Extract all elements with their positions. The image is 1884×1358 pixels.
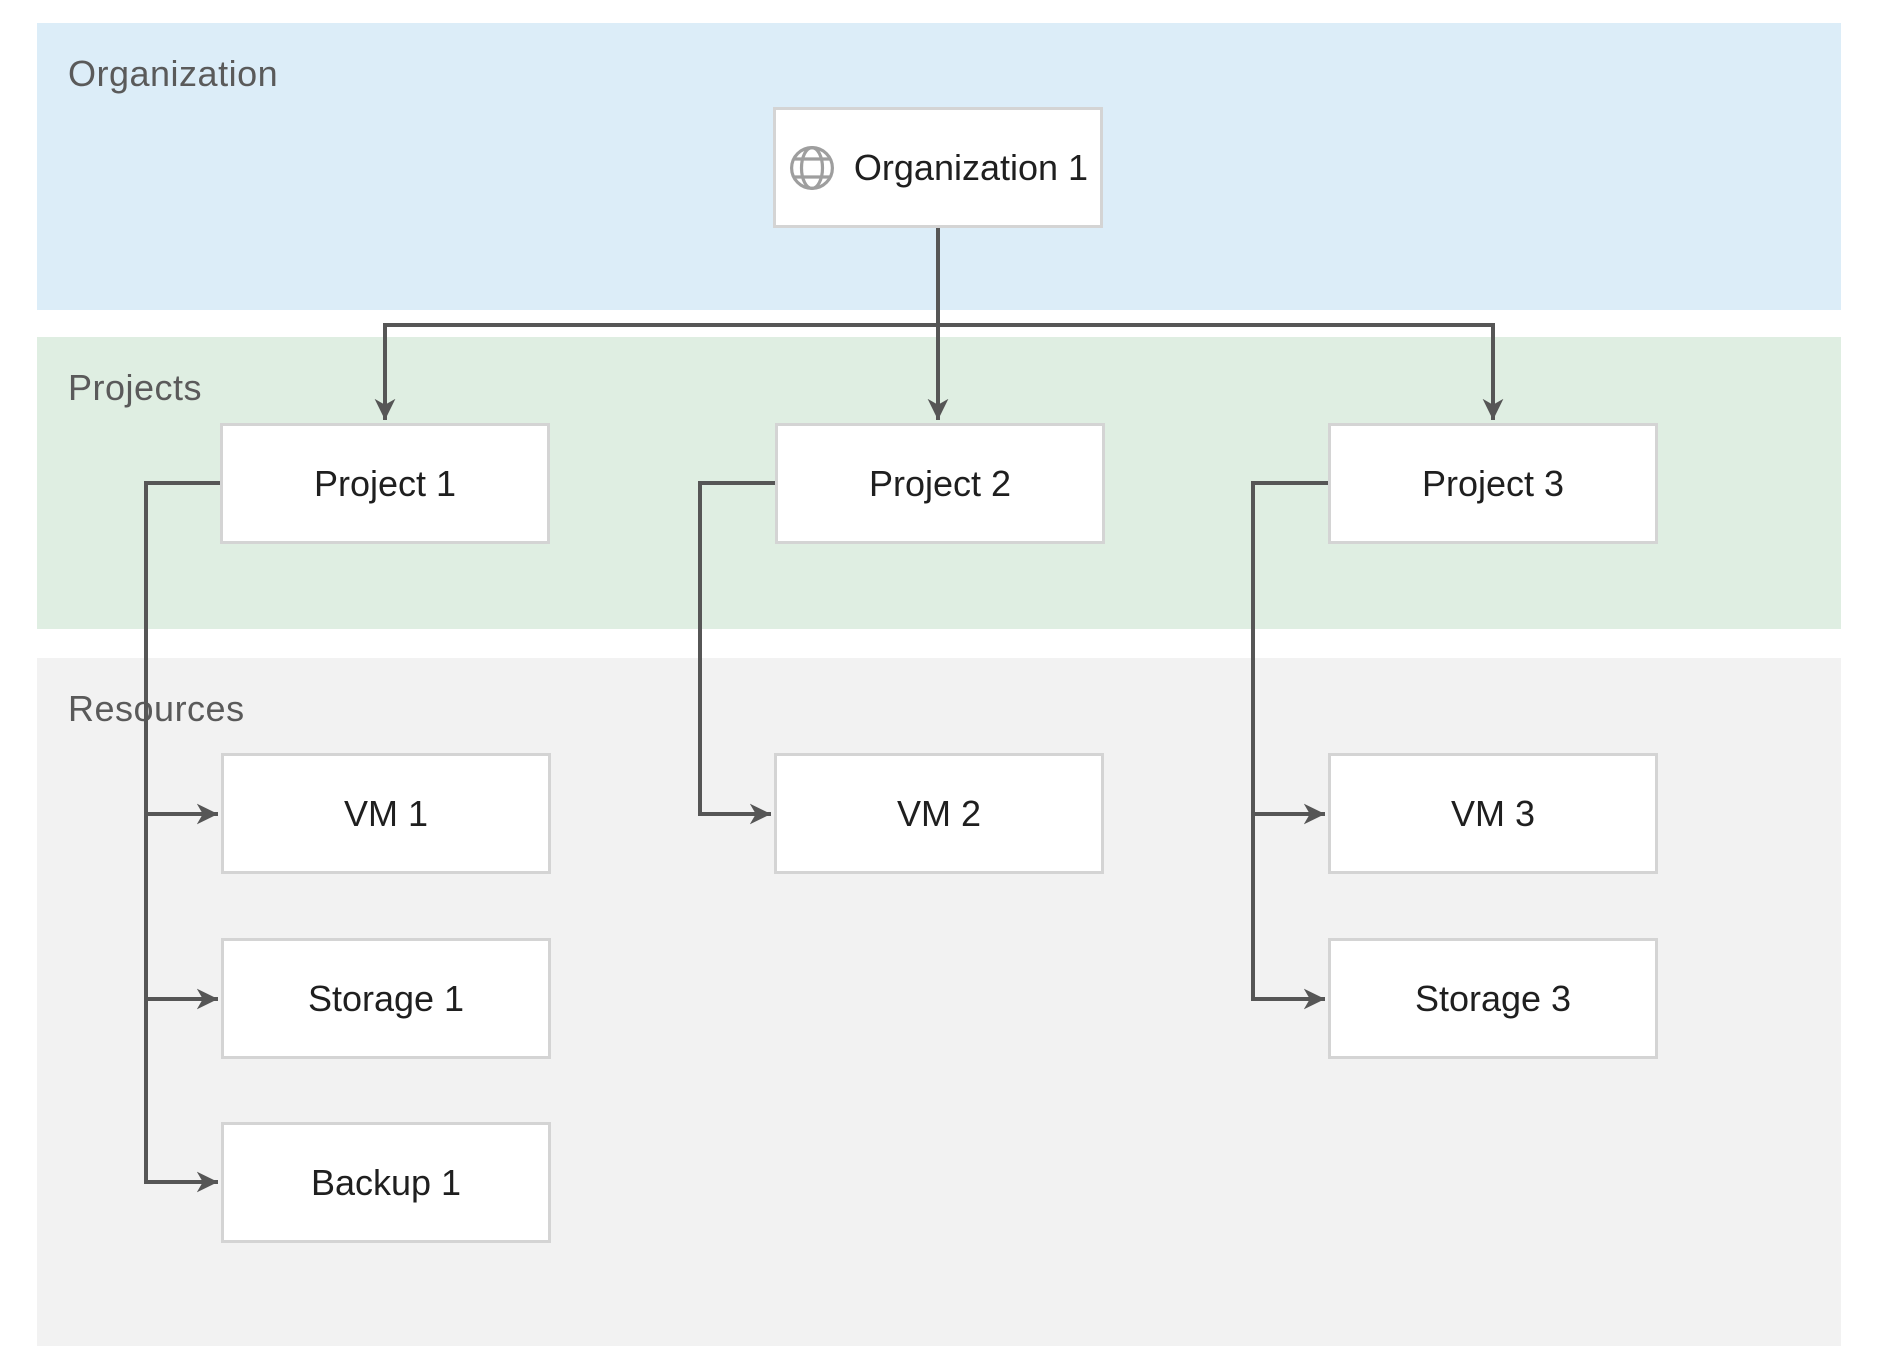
node-project-1: Project 1: [220, 423, 550, 544]
node-storage-1-label: Storage 1: [307, 977, 465, 1019]
node-storage-3: Storage 3: [1328, 938, 1658, 1059]
node-vm-1: VM 1: [221, 753, 551, 874]
node-vm-1-label: VM 1: [343, 792, 429, 834]
node-vm-3: VM 3: [1328, 753, 1658, 874]
band-resources-label: Resources: [68, 688, 245, 729]
node-vm-2-label: VM 2: [896, 792, 982, 834]
node-project-2-label: Project 2: [868, 462, 1012, 504]
node-organization-1: Organization 1: [773, 107, 1103, 228]
node-backup-1-label: Backup 1: [310, 1161, 462, 1203]
band-organization-label: Organization: [68, 53, 279, 94]
node-vm-3-label: VM 3: [1450, 792, 1536, 834]
node-storage-1: Storage 1: [221, 938, 551, 1059]
globe-icon: [789, 145, 834, 190]
node-backup-1: Backup 1: [221, 1122, 551, 1243]
node-organization-1-label: Organization 1: [853, 146, 1089, 188]
node-project-3: Project 3: [1328, 423, 1658, 544]
node-storage-3-label: Storage 3: [1414, 977, 1572, 1019]
node-project-2: Project 2: [775, 423, 1105, 544]
band-projects-label: Projects: [68, 367, 203, 408]
node-project-1-label: Project 1: [313, 462, 457, 504]
node-project-3-label: Project 3: [1421, 462, 1565, 504]
node-vm-2: VM 2: [774, 753, 1104, 874]
